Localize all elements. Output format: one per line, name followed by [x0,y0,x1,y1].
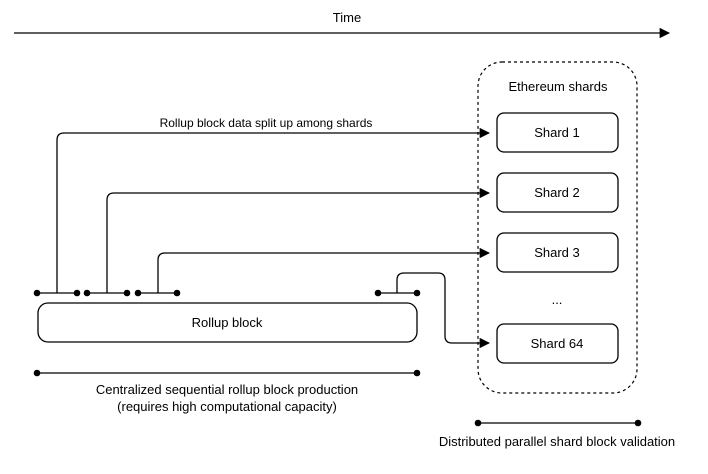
data-segment-dot [413,289,421,297]
shard-3-label: Shard 3 [534,245,580,260]
ethereum-shards-title: Ethereum shards [509,79,608,94]
time-label: Time [333,10,361,25]
validation-caption: Distributed parallel shard block validat… [439,434,675,449]
connector-to-shard-64 [396,272,491,349]
validation-span-dot [474,419,482,427]
shard-1-label: Shard 1 [534,125,580,140]
ethereum-shards-container [477,61,638,394]
production-span-dot [33,369,41,377]
production-caption-line2: (requires high computational capacity) [117,399,337,414]
production-caption-line1: Centralized sequential rollup block prod… [96,382,358,397]
connector-to-shard-1 [56,127,491,293]
shard-64-box [496,323,619,364]
data-segment-dot [33,289,41,297]
shard-boxes: Shard 1 Shard 2 Shard 3 ... Shard 64 [496,112,619,364]
data-segment-dot [73,289,81,297]
data-segment-dot [374,289,382,297]
shard-1-box [496,112,619,153]
connector-to-shard-3 [157,247,491,293]
shard-2-box [496,172,619,213]
data-segment-dot [123,289,131,297]
split-annotation-label: Rollup block data split up among shards [160,116,373,130]
shard-64-label: Shard 64 [531,336,584,351]
rollup-data-segments [33,289,421,297]
rollup-block-box [37,302,418,343]
production-span-dot [413,369,421,377]
shards-ellipsis: ... [552,292,563,307]
rollup-block-label: Rollup block [192,315,263,330]
shard-2-label: Shard 2 [534,185,580,200]
data-segment-dot [134,289,142,297]
connector-to-shard-2 [106,187,491,293]
validation-span: Distributed parallel shard block validat… [439,419,675,449]
shard-3-box [496,232,619,273]
validation-span-dot [634,419,642,427]
data-segment-dot [173,289,181,297]
production-span: Centralized sequential rollup block prod… [33,369,421,414]
data-segment-dot [83,289,91,297]
